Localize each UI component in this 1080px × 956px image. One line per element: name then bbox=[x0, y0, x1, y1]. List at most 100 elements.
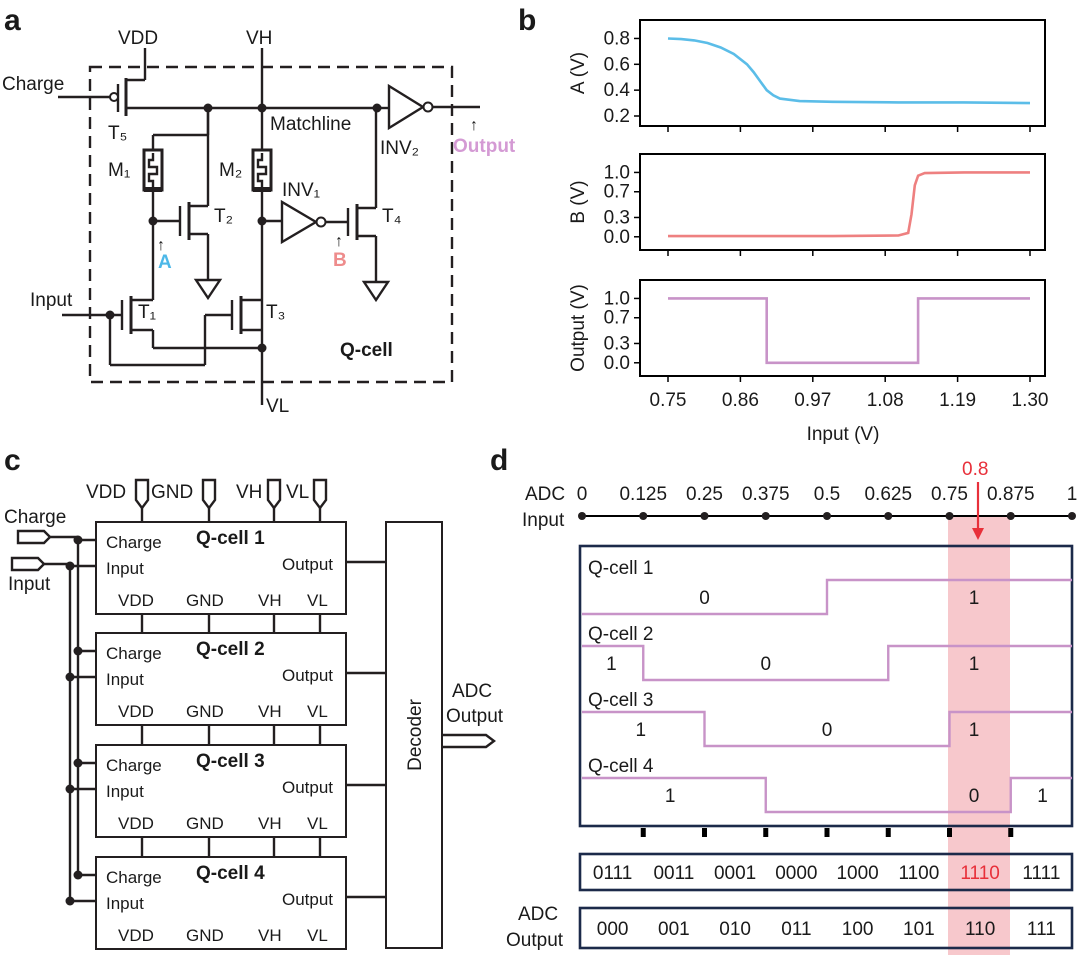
input-port bbox=[10, 556, 46, 572]
adc-output-label-2: Output bbox=[446, 706, 504, 727]
y-tick-label: 0.4 bbox=[604, 80, 631, 101]
y-tick-label: 1.0 bbox=[604, 162, 630, 183]
panel-a: a VH VL VDD Charge T₅ Matchline INV₂ ↑ O… bbox=[2, 4, 516, 417]
pin-output: Output bbox=[282, 666, 333, 685]
inv1-label: INV₁ bbox=[282, 180, 320, 201]
wave-bit-label: 0 bbox=[969, 786, 980, 807]
pin-charge: Charge bbox=[106, 644, 162, 663]
rail-vl-pin bbox=[312, 478, 328, 510]
y-tick-label: 0.0 bbox=[604, 353, 630, 374]
x-tick-label: 0.97 bbox=[794, 390, 831, 411]
adc-output-row-label-2: Output bbox=[506, 930, 564, 951]
segment-tick bbox=[1008, 828, 1014, 837]
wave-row-label: Q-cell 4 bbox=[588, 756, 654, 777]
wave-bit-label: 1 bbox=[969, 720, 980, 741]
segment-tick bbox=[947, 828, 952, 837]
scale-label: 0.25 bbox=[686, 484, 723, 505]
scale-dot bbox=[823, 512, 831, 520]
qcell-box bbox=[95, 521, 347, 615]
pin-gnd: GND bbox=[186, 814, 224, 833]
pin-vl: VL bbox=[307, 926, 328, 945]
panel-c: c VDD GND VH VL Charge Input Q-cell 1Cha… bbox=[4, 444, 504, 950]
qcell-boundary bbox=[88, 65, 454, 384]
x-tick-label: 1.08 bbox=[867, 390, 904, 411]
pin-input: Input bbox=[106, 670, 144, 689]
pin-output: Output bbox=[282, 890, 333, 909]
code-cell: 1111 bbox=[1022, 863, 1060, 884]
qcell-box bbox=[95, 632, 347, 726]
pin-vh: VH bbox=[258, 814, 282, 833]
scale-label: 0.625 bbox=[864, 484, 912, 505]
scale-dot bbox=[700, 512, 709, 520]
segment-tick bbox=[763, 828, 769, 837]
segment-tick bbox=[640, 828, 646, 837]
output-cell: 011 bbox=[781, 919, 811, 940]
transistor-t5 bbox=[58, 48, 147, 116]
highlight-band bbox=[948, 517, 1010, 955]
code-cell: 1110 bbox=[960, 863, 999, 884]
arch-input-label: Input bbox=[8, 574, 51, 595]
t3-label: T₃ bbox=[266, 302, 285, 323]
code-cell: 1000 bbox=[836, 863, 878, 884]
pin-vdd: VDD bbox=[118, 702, 154, 721]
chart-frame bbox=[639, 153, 1046, 251]
wave-bit-label: 1 bbox=[606, 654, 617, 675]
pin-vl: VL bbox=[307, 814, 328, 833]
y-axis-label: B (V) bbox=[568, 180, 589, 223]
code-row-box bbox=[578, 852, 1074, 892]
t4-label: T₄ bbox=[382, 206, 402, 227]
pin-vdd: VDD bbox=[118, 591, 154, 610]
wave-row-label: Q-cell 3 bbox=[588, 690, 653, 711]
panel-label-b: b bbox=[518, 4, 536, 37]
wave-row-label: Q-cell 2 bbox=[588, 624, 653, 645]
segment-tick bbox=[824, 828, 830, 837]
wave-bit-label: 1 bbox=[1037, 786, 1048, 807]
scale-label: 0 bbox=[577, 484, 588, 505]
pin-vh: VH bbox=[258, 591, 282, 610]
chart-2: 1.00.70.30.0B (V) bbox=[568, 153, 1046, 256]
scale-label: 0.75 bbox=[931, 484, 968, 505]
arch-charge-label: Charge bbox=[4, 507, 66, 528]
y-tick-label: 0.3 bbox=[604, 207, 630, 228]
pin-output: Output bbox=[282, 555, 333, 574]
chart-frame bbox=[639, 19, 1046, 127]
x-tick-label: 0.86 bbox=[722, 390, 759, 411]
output-cell: 000 bbox=[597, 919, 629, 940]
code-cell: 1100 bbox=[898, 863, 939, 884]
segment-tick bbox=[885, 828, 891, 837]
t1-label: T₁ bbox=[138, 302, 156, 323]
svg-text:↑: ↑ bbox=[157, 237, 165, 254]
ground-t4 bbox=[361, 280, 391, 303]
scale-label: 0.5 bbox=[814, 484, 840, 505]
scale-dot bbox=[884, 512, 893, 520]
segment-ticks bbox=[640, 828, 1014, 837]
output-cell: 100 bbox=[842, 919, 874, 940]
scale-dot bbox=[639, 512, 648, 520]
qcell-title: Q-cell 2 bbox=[196, 639, 265, 660]
panel-label-d: d bbox=[490, 444, 508, 477]
scale-label: 1 bbox=[1067, 484, 1078, 505]
adc-output-label-1: ADC bbox=[452, 681, 492, 702]
rail-vdd-label: VDD bbox=[86, 482, 126, 503]
node-a-label: A bbox=[158, 252, 172, 273]
wave-signal bbox=[582, 710, 1072, 748]
code-cell: 0011 bbox=[653, 863, 694, 884]
pin-vl: VL bbox=[307, 591, 328, 610]
scale-label: 0.375 bbox=[742, 484, 790, 505]
vdd-label: VDD bbox=[118, 28, 158, 49]
pin-output: Output bbox=[282, 778, 333, 797]
pin-charge: Charge bbox=[106, 756, 162, 775]
scale-label: 0.875 bbox=[987, 484, 1035, 505]
input-marker-value: 0.8 bbox=[962, 459, 988, 480]
qcell-box bbox=[95, 744, 347, 838]
inverter-inv1 bbox=[280, 199, 319, 245]
rail-gnd-pin bbox=[201, 478, 217, 510]
